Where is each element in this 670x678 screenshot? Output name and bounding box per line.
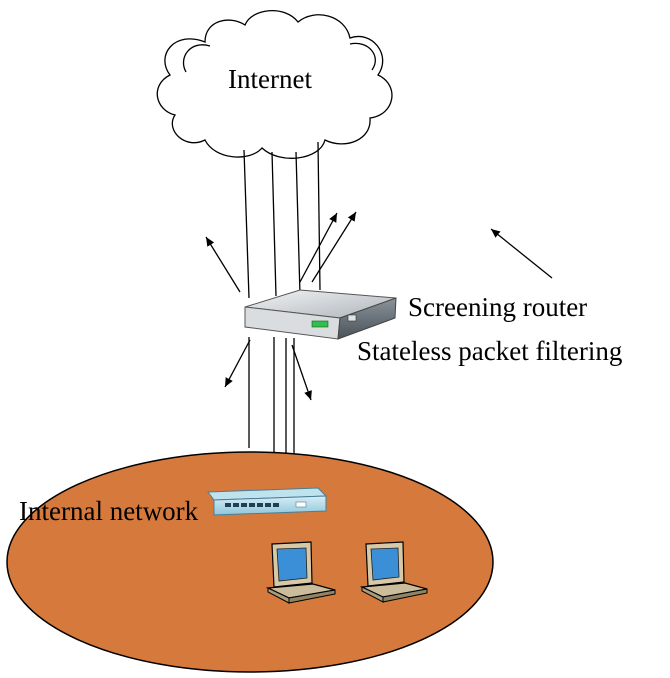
arrow-router-pointer: [490, 228, 553, 279]
arrow-down-left: [224, 339, 251, 388]
internal-network-label: Internal network: [19, 496, 199, 526]
switch-icon: [207, 487, 328, 516]
internet-label: Internet: [228, 64, 312, 94]
laptop-icon: [265, 541, 336, 604]
arrow-down-right: [291, 344, 312, 401]
arrow-up-right-1: [299, 212, 338, 283]
router-icon: [244, 289, 397, 340]
router-label: Screening router: [408, 292, 587, 322]
downlink-cables: [248, 337, 295, 454]
laptop-icon: [359, 541, 428, 603]
cloud-icon: [156, 10, 393, 159]
arrow-up-right-2: [311, 211, 357, 283]
filtering-label: Stateless packet filtering: [357, 336, 622, 366]
uplink-cables: [243, 141, 321, 299]
internal-network-area: [6, 451, 494, 673]
arrow-up-left: [205, 236, 241, 293]
traffic-arrows: [205, 211, 553, 401]
